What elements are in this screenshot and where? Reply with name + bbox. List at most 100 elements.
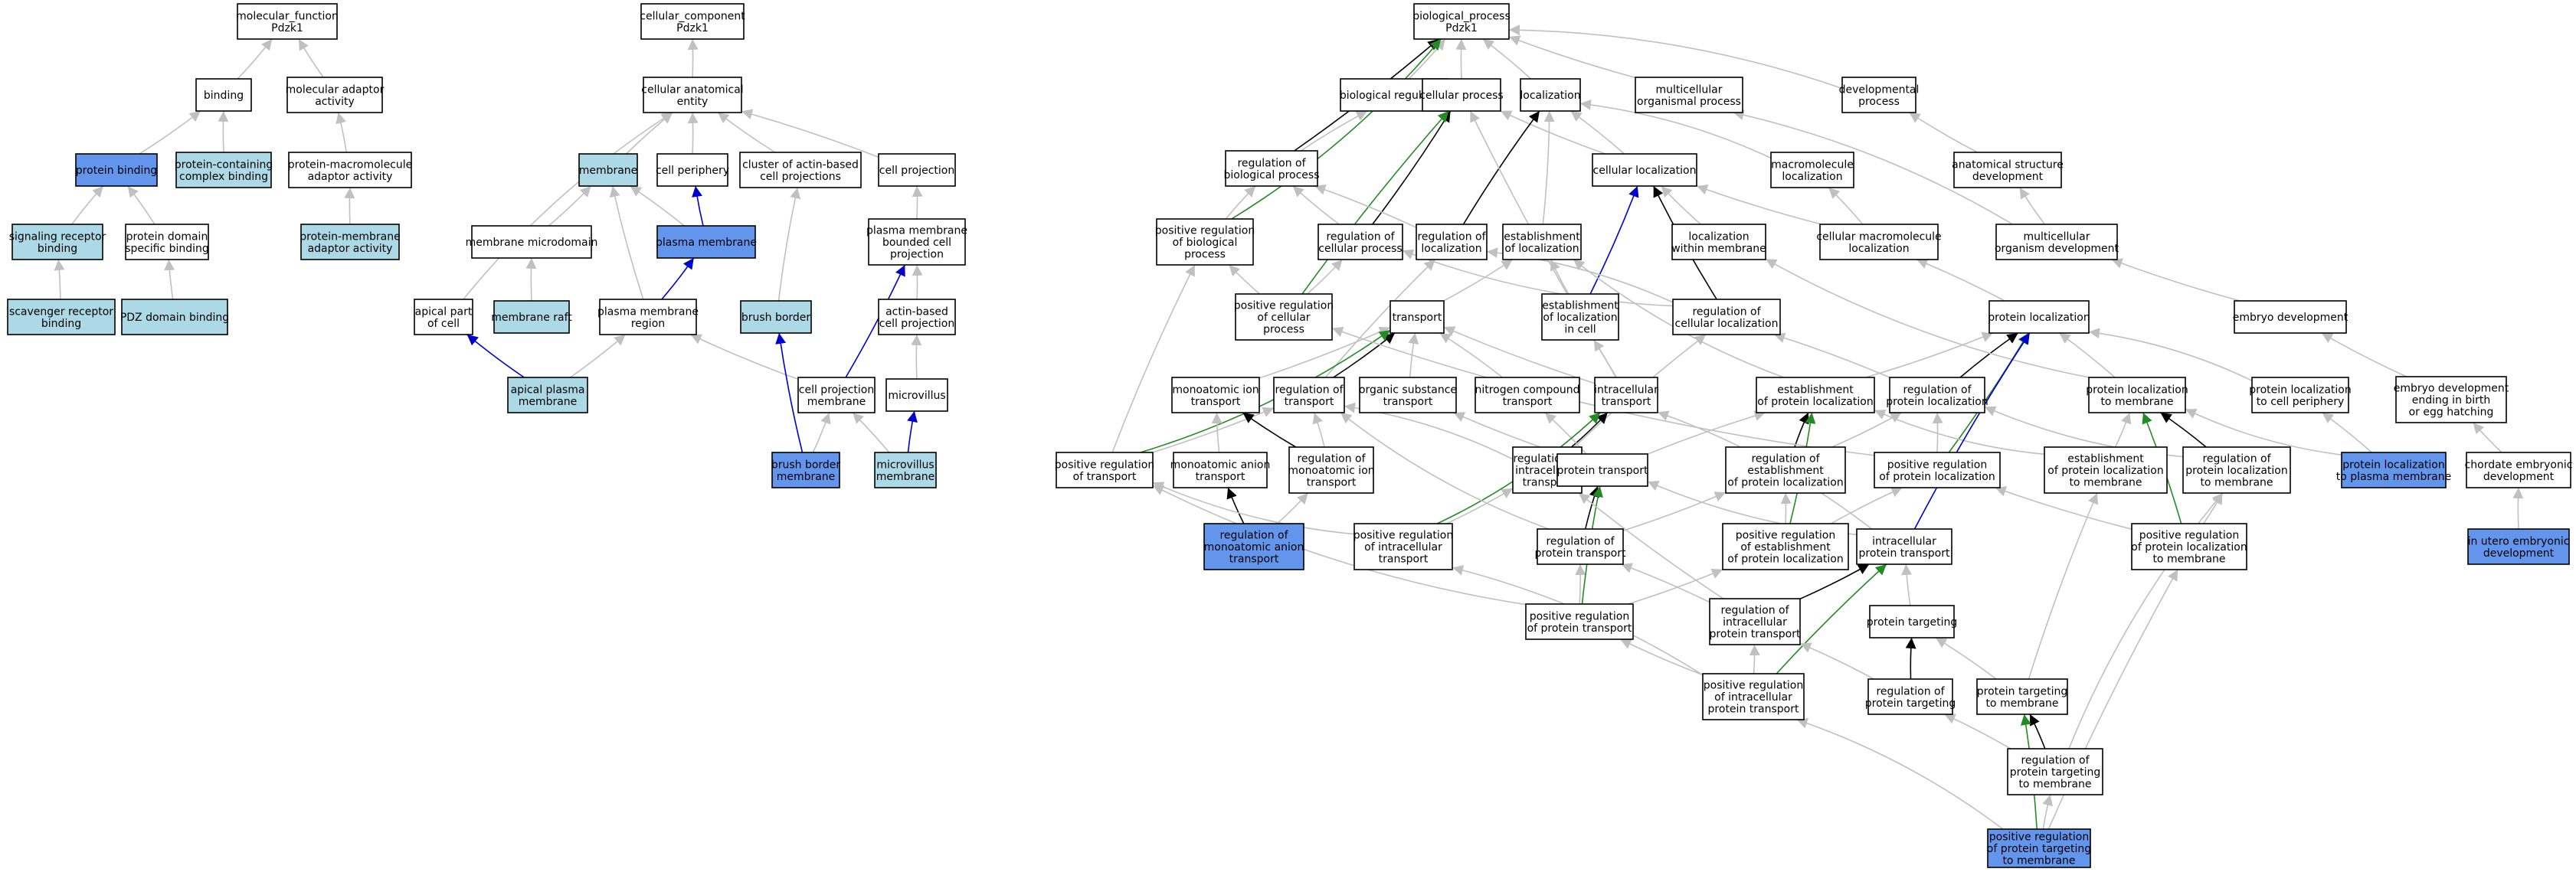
node-box[interactable]: [121, 299, 228, 335]
node-box[interactable]: [1635, 77, 1743, 113]
node-box[interactable]: [599, 299, 697, 335]
go-term-node-microvillus[interactable]: microvillus: [885, 378, 948, 412]
node-box[interactable]: [656, 225, 756, 259]
node-box[interactable]: [1556, 453, 1648, 487]
node-box[interactable]: [7, 299, 116, 335]
node-box[interactable]: [1953, 152, 2062, 188]
go-term-node-localization[interactable]: localization: [1520, 78, 1581, 112]
go-term-node-prot-tr[interactable]: protein transport: [1556, 453, 1648, 487]
node-box[interactable]: [1987, 828, 2091, 868]
node-box[interactable]: [493, 300, 570, 334]
node-box[interactable]: [1171, 377, 1260, 413]
go-term-node-cell-projection[interactable]: cell projection: [878, 153, 956, 187]
node-box[interactable]: [471, 225, 592, 259]
node-box[interactable]: [1856, 528, 1952, 565]
node-box[interactable]: [578, 153, 638, 187]
node-box[interactable]: [1502, 224, 1582, 260]
node-box[interactable]: [1359, 377, 1457, 413]
node-box[interactable]: [1988, 300, 2090, 334]
node-box[interactable]: [797, 377, 876, 413]
node-box[interactable]: [2044, 446, 2168, 494]
node-box[interactable]: [2088, 377, 2186, 413]
node-box[interactable]: [1389, 300, 1445, 334]
node-box[interactable]: [1520, 78, 1581, 112]
node-box[interactable]: [740, 300, 812, 334]
node-box[interactable]: [75, 153, 158, 187]
node-box[interactable]: [300, 224, 400, 260]
node-box[interactable]: [288, 152, 412, 188]
node-box[interactable]: [1594, 377, 1658, 413]
node-box[interactable]: [1770, 152, 1854, 188]
node-box[interactable]: [640, 3, 745, 40]
node-box[interactable]: [1235, 293, 1333, 341]
node-box[interactable]: [2467, 528, 2570, 565]
node-box[interactable]: [2234, 300, 2347, 334]
node-box[interactable]: [1671, 224, 1766, 260]
node-box[interactable]: [1709, 598, 1801, 645]
go-term-node-membrane[interactable]: membrane: [578, 153, 638, 187]
node-box[interactable]: [507, 377, 588, 413]
node-box[interactable]: [2007, 748, 2103, 795]
node-box[interactable]: [1819, 224, 1939, 260]
node-box[interactable]: [1475, 377, 1580, 413]
node-box[interactable]: [1422, 78, 1501, 112]
node-box[interactable]: [1756, 377, 1875, 413]
node-box[interactable]: [1722, 523, 1849, 570]
node-box[interactable]: [874, 452, 937, 488]
node-box[interactable]: [2251, 377, 2349, 413]
go-term-node-pdz[interactable]: PDZ domain binding: [120, 299, 229, 335]
node-box[interactable]: [1525, 603, 1634, 640]
node-box[interactable]: [1874, 452, 2001, 488]
node-box[interactable]: [1203, 523, 1304, 570]
node-box[interactable]: [237, 3, 338, 40]
node-box[interactable]: [1702, 673, 1805, 720]
node-box[interactable]: [1317, 224, 1403, 260]
go-term-node-prot-loc[interactable]: protein localization: [1988, 300, 2090, 334]
node-box[interactable]: [414, 299, 473, 335]
node-box[interactable]: [878, 299, 956, 335]
node-box[interactable]: [868, 218, 966, 266]
node-box[interactable]: [1156, 218, 1254, 266]
node-box[interactable]: [1353, 523, 1453, 570]
node-box[interactable]: [1672, 299, 1781, 335]
node-box[interactable]: [286, 77, 383, 113]
